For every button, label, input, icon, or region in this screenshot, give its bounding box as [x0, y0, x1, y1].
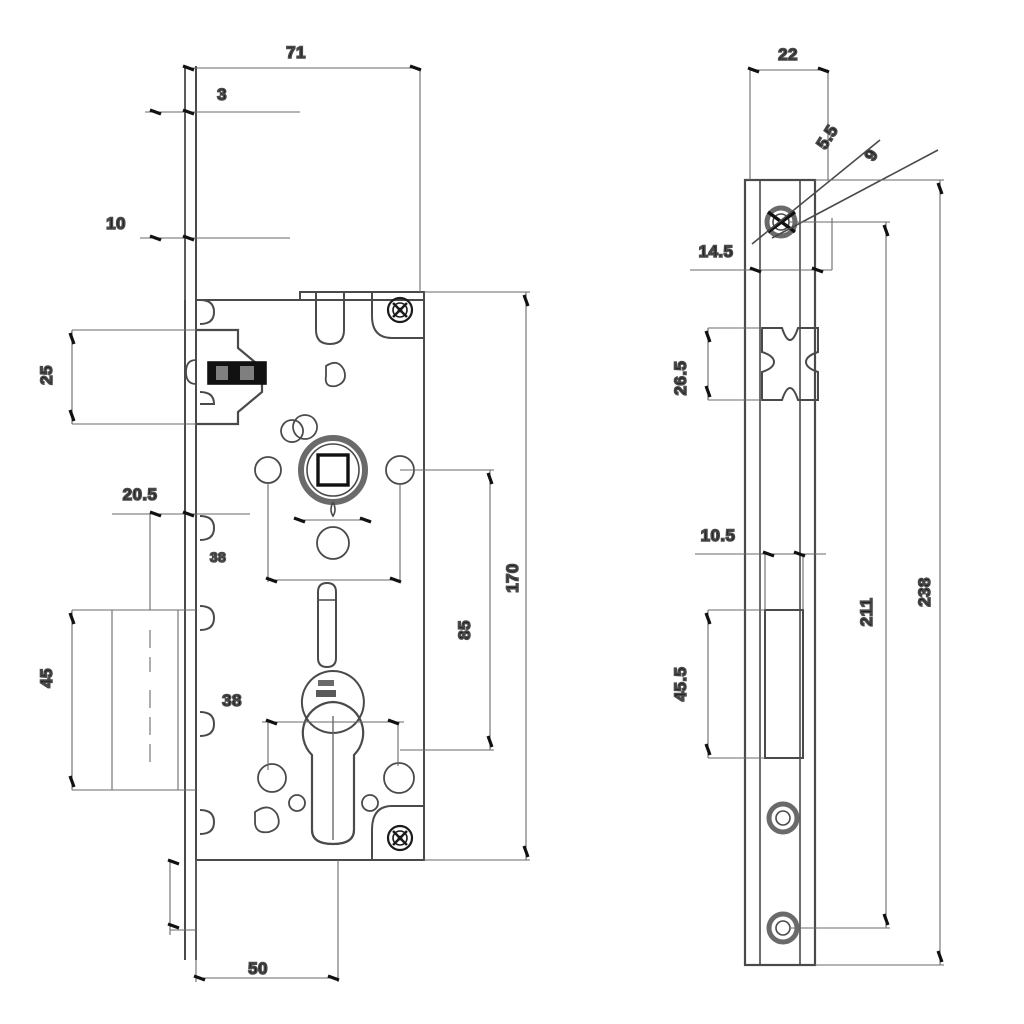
fixing-screw-top — [371, 291, 425, 339]
dim-22: 22 — [778, 45, 798, 64]
euro-cylinder-keyhole — [254, 670, 415, 846]
dim-14-5: 14.5 — [699, 242, 734, 261]
bolt-stamp-marks — [316, 680, 336, 697]
dim-10-5: 10.5 — [701, 526, 736, 545]
latch-bolt — [185, 328, 267, 426]
dim-20-5: 20.5 — [123, 485, 158, 504]
front-dimension-labels: 71 3 10 25 20.5 38 45 38 85 170 50 — [36, 42, 523, 979]
front-dimension-lines — [71, 67, 530, 982]
dim-170: 170 — [503, 563, 522, 593]
deadbolt — [317, 581, 337, 669]
dim-45-5: 45.5 — [671, 667, 690, 702]
latch-aperture — [761, 327, 819, 401]
dim-50: 50 — [248, 959, 268, 978]
side-dimension-ticks — [704, 66, 944, 963]
fixing-screw-bottom — [371, 805, 425, 861]
dim-211: 211 — [857, 598, 876, 627]
lock-case-front-view: 71 3 10 25 20.5 38 45 38 85 170 50 — [36, 42, 530, 982]
front-dimension-ticks — [68, 64, 530, 982]
dim-10: 10 — [106, 214, 126, 233]
screw-hole-middle — [766, 801, 800, 835]
dim-38-lower: 38 — [222, 691, 242, 710]
side-dimension-lines — [690, 69, 944, 966]
dim-238: 238 — [915, 577, 934, 607]
follower-square-hole — [298, 435, 368, 518]
dim-71: 71 — [286, 43, 306, 62]
faceplate-outline — [743, 178, 817, 967]
dim-38-upper: 38 — [210, 549, 226, 565]
deadbolt-aperture — [764, 609, 804, 759]
dim-45: 45 — [37, 668, 56, 688]
dim-3: 3 — [217, 85, 227, 104]
dim-25: 25 — [37, 365, 56, 385]
dim-85: 85 — [455, 620, 474, 640]
dim-26-5: 26.5 — [671, 361, 690, 396]
